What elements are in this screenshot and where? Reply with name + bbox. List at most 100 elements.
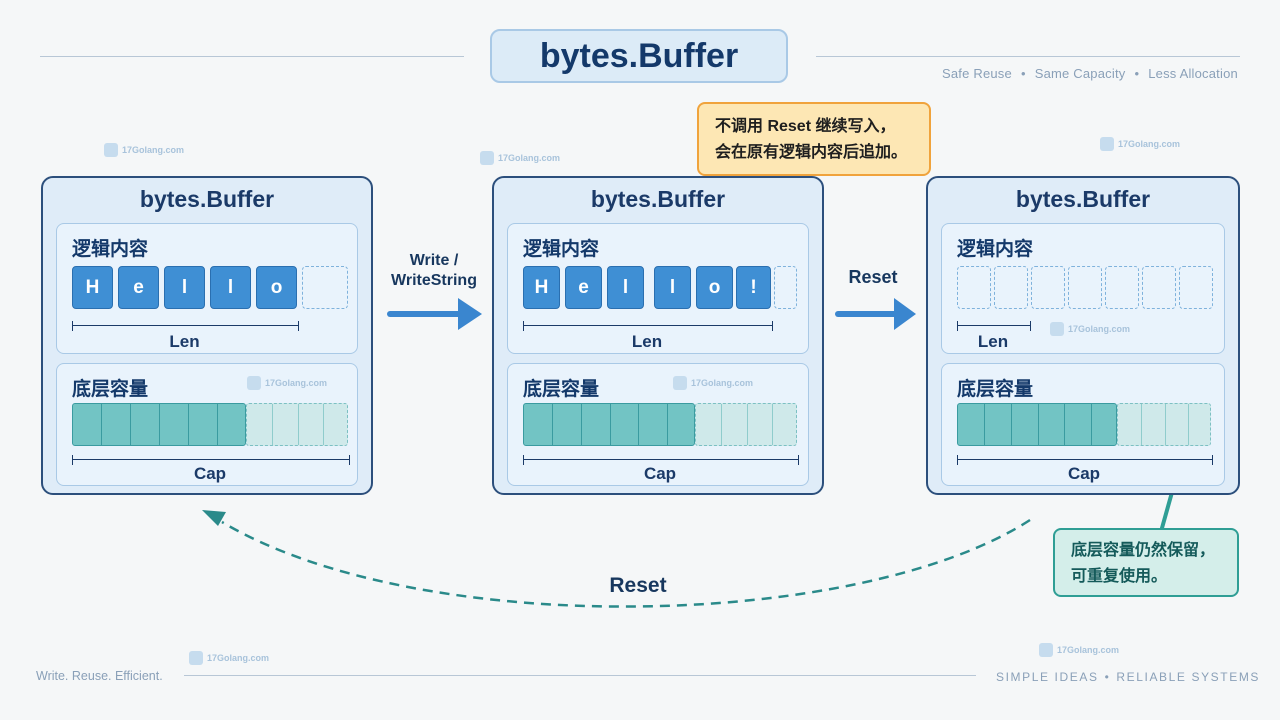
write-arrow-label: Write / WriteString — [378, 251, 490, 291]
empty-byte-cell — [774, 266, 797, 309]
watermark-text: 17Golang.com — [122, 145, 185, 155]
panel-title: bytes.Buffer — [139, 186, 275, 212]
cap-bracket — [523, 455, 799, 465]
logical-content-section: 逻辑内容 Len — [941, 223, 1225, 354]
len-bracket — [523, 321, 773, 331]
cap-label: Cap — [1067, 464, 1101, 483]
buffer-panel-initial: bytes.Buffer 逻辑内容 H e l l o Len 底层容量 Cap — [41, 176, 373, 495]
watermark: 17Golang.com — [673, 376, 753, 390]
watermark-logo-icon — [673, 376, 687, 390]
tagline-separator: • — [1134, 66, 1140, 81]
capacity-label: 底层容量 — [523, 379, 600, 400]
capacity-section: 底层容量 Cap — [507, 363, 809, 486]
watermark: 17Golang.com — [104, 143, 184, 157]
loop-reset-label: Reset — [609, 574, 667, 597]
len-label: Len — [631, 332, 663, 351]
watermark-text: 17Golang.com — [265, 378, 328, 388]
capacity-spare-bar — [1117, 403, 1211, 446]
append-callout: 不调用 Reset 继续写入， 会在原有逻辑内容后追加。 — [697, 102, 931, 176]
watermark: 17Golang.com — [1100, 137, 1180, 151]
append-callout-line: 会在原有逻辑内容后追加。 — [715, 144, 908, 161]
footer-right-text: SIMPLE IDEAS • RELIABLE SYSTEMS — [996, 670, 1260, 684]
cap-label: Cap — [193, 464, 227, 483]
empty-byte-cell — [1031, 266, 1065, 309]
reset-arrow-label: Reset — [848, 267, 898, 287]
buffer-panel-appended: bytes.Buffer 逻辑内容 H e l l o ! Len 底层容量 C… — [492, 176, 824, 495]
len-bracket — [957, 321, 1031, 331]
watermark-text: 17Golang.com — [207, 653, 270, 663]
logical-content-section: 逻辑内容 H e l l o Len — [56, 223, 358, 354]
tagline: Safe Reuse • Same Capacity • Less Allocation — [942, 66, 1238, 81]
len-label: Len — [977, 332, 1009, 351]
watermark: 17Golang.com — [247, 376, 327, 390]
capacity-spare-bar — [695, 403, 797, 446]
watermark: 17Golang.com — [189, 651, 269, 665]
buffer-panel-reset: bytes.Buffer 逻辑内容 Len 底层容量 Cap — [926, 176, 1240, 495]
write-arrow — [387, 298, 482, 330]
watermark-text: 17Golang.com — [1068, 324, 1131, 334]
cap-label: Cap — [643, 464, 677, 483]
watermark-text: 17Golang.com — [1057, 645, 1120, 655]
write-arrow-label-line: WriteString — [391, 272, 477, 289]
reset-loop-arrow — [202, 510, 1031, 608]
capacity-used-bar — [957, 403, 1117, 446]
watermark-logo-icon — [1050, 322, 1064, 336]
empty-byte-cell — [1105, 266, 1139, 309]
capacity-used-bar — [72, 403, 246, 446]
footer-rule — [184, 675, 976, 676]
watermark-text: 17Golang.com — [691, 378, 754, 388]
reset-arrow — [835, 298, 916, 330]
footer-separator: • — [1104, 670, 1111, 684]
watermark-logo-icon — [1039, 643, 1053, 657]
byte-cell: l — [210, 266, 251, 309]
len-bracket — [72, 321, 299, 331]
capacity-used-bar — [523, 403, 695, 446]
byte-cell: l — [654, 266, 691, 309]
append-callout-line: 不调用 Reset 继续写入， — [715, 118, 896, 135]
byte-cell: l — [164, 266, 205, 309]
empty-byte-cell — [1068, 266, 1102, 309]
retain-callout-line: 可重复使用。 — [1071, 568, 1168, 585]
footer-right-item: SIMPLE IDEAS — [996, 670, 1099, 684]
empty-byte-cell — [1142, 266, 1176, 309]
empty-byte-cell — [1179, 266, 1213, 309]
tagline-separator: • — [1020, 66, 1026, 81]
watermark: 17Golang.com — [480, 151, 560, 165]
empty-byte-cell — [957, 266, 991, 309]
byte-cell: H — [72, 266, 113, 309]
capacity-section: 底层容量 Cap — [941, 363, 1225, 486]
byte-cell: o — [256, 266, 297, 309]
logical-content-label: 逻辑内容 — [523, 239, 600, 260]
cap-bracket — [957, 455, 1213, 465]
watermark: 17Golang.com — [1039, 643, 1119, 657]
byte-cell: o — [696, 266, 733, 309]
logical-content-section: 逻辑内容 H e l l o ! Len — [507, 223, 809, 354]
footer-right-item: RELIABLE SYSTEMS — [1116, 670, 1261, 684]
byte-cell: ! — [736, 266, 771, 309]
cap-bracket — [72, 455, 350, 465]
capacity-label: 底层容量 — [957, 379, 1034, 400]
page-title: bytes.Buffer — [490, 29, 788, 83]
logical-content-label: 逻辑内容 — [72, 239, 149, 260]
watermark-text: 17Golang.com — [1118, 139, 1181, 149]
watermark-logo-icon — [480, 151, 494, 165]
watermark-logo-icon — [189, 651, 203, 665]
capacity-section: 底层容量 Cap — [56, 363, 358, 486]
watermark-logo-icon — [1100, 137, 1114, 151]
empty-byte-cell — [302, 266, 348, 309]
tagline-item: Same Capacity — [1034, 66, 1126, 81]
len-label: Len — [169, 332, 200, 351]
byte-cell: l — [607, 266, 644, 309]
page-title-text: bytes.Buffer — [539, 36, 739, 75]
watermark-logo-icon — [104, 143, 118, 157]
capacity-spare-bar — [246, 403, 348, 446]
watermark-text: 17Golang.com — [498, 153, 561, 163]
empty-byte-cell — [994, 266, 1028, 309]
byte-cell: H — [523, 266, 560, 309]
tagline-item: Less Allocation — [1148, 66, 1238, 81]
tagline-item: Safe Reuse — [942, 66, 1012, 81]
byte-cell: e — [565, 266, 602, 309]
header-rule-left — [40, 56, 464, 57]
byte-cell: e — [118, 266, 159, 309]
watermark-logo-icon — [247, 376, 261, 390]
